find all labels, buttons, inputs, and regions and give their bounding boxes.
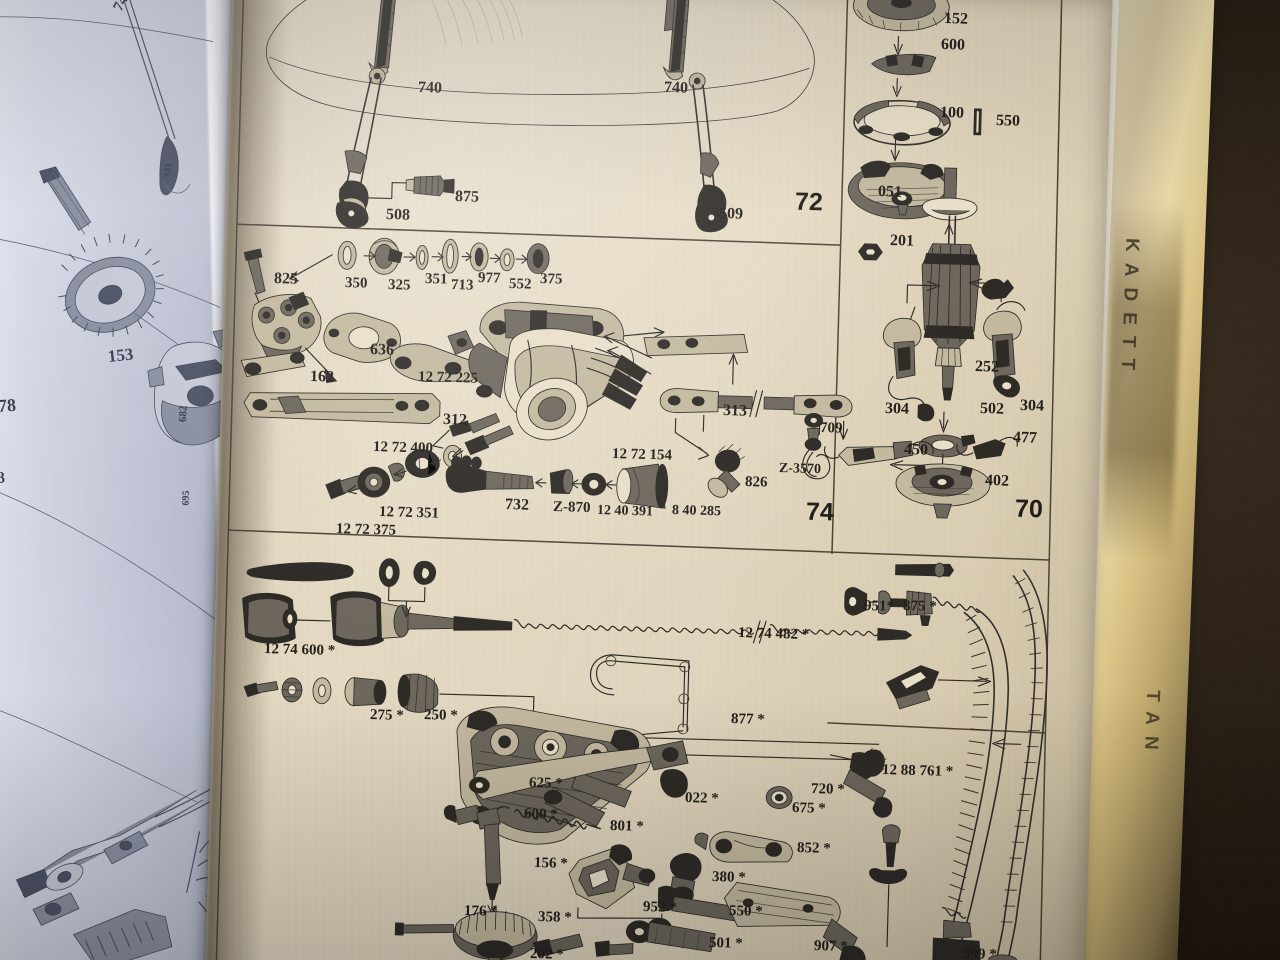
- panel-bottom-left-art: [242, 558, 913, 960]
- part-number-label: 304: [1019, 397, 1045, 415]
- part-number-label: 875: [454, 188, 480, 206]
- part-number-label: 951*: [863, 598, 895, 615]
- part-number-label: 600: [940, 36, 966, 54]
- part-number-label: 709: [819, 420, 843, 437]
- panel-bottom-right-art: [844, 562, 1048, 960]
- part-number-label: 051: [877, 183, 903, 201]
- part-number-label: 740: [417, 79, 443, 97]
- part-number-label: 825: [273, 270, 299, 288]
- part-number-label: Z-870: [552, 499, 591, 517]
- panel-number: 74: [805, 497, 835, 527]
- part-number-label: 12 74 482 *: [737, 625, 810, 643]
- part-number-label: 8 40 285: [671, 503, 722, 520]
- part-number-label: 550: [995, 112, 1021, 130]
- part-number-label: 12 72 225: [417, 369, 479, 387]
- panel74-art: [240, 237, 853, 509]
- part-number-label: 713: [450, 277, 474, 294]
- part-number-label: 502: [979, 400, 1005, 418]
- part-number-label: 202 *: [529, 946, 564, 960]
- part-number-label: 12 72 351: [378, 504, 440, 522]
- part-number-label: 801 *: [609, 818, 644, 835]
- part-number-label: 399 *: [962, 946, 997, 960]
- part-number-label: 826: [744, 474, 768, 491]
- part-number-label: 636: [369, 341, 395, 359]
- part-number-label: 907 *: [813, 938, 848, 955]
- part-number-label: 152: [943, 10, 969, 28]
- part-number-label: 375: [539, 271, 563, 288]
- part-number-label: 675 *: [791, 800, 826, 817]
- part-number-label: 176 *: [463, 903, 498, 920]
- part-number-label: 12 72 375: [335, 521, 397, 539]
- part-number-label: 12 74 600 *: [263, 641, 336, 659]
- part-number-label: 275 *: [369, 707, 404, 724]
- part-number-label: 550 *: [728, 903, 763, 920]
- part-number-label: 022 *: [684, 790, 719, 807]
- part-number-label: 877 *: [730, 711, 765, 728]
- part-number-label: 720 *: [810, 781, 845, 798]
- part-number-label: 162: [309, 368, 335, 386]
- panel-number: 72: [794, 187, 824, 217]
- part-number-label: 740: [663, 79, 689, 97]
- part-number-label: 875 *: [902, 598, 937, 615]
- part-number-label: 977: [477, 270, 501, 287]
- part-number-label: 304: [884, 400, 910, 418]
- part-number-label: 12 40 391: [596, 503, 654, 520]
- part-number-label: 351: [424, 271, 448, 288]
- part-number-label: 508: [385, 206, 411, 224]
- part-number-label: 450: [903, 441, 929, 459]
- part-number-label: 625 *: [528, 775, 563, 792]
- part-number-label: 12 88 761 *: [881, 762, 954, 780]
- part-number-label: 952 *: [642, 899, 677, 916]
- part-number-label: 477: [1012, 429, 1038, 447]
- part-number-label: 312: [442, 411, 468, 429]
- part-number-label: 350: [344, 275, 368, 292]
- part-number-label: 252: [974, 358, 1000, 376]
- part-number-label: 600 *: [523, 806, 558, 823]
- part-number-label: 325: [387, 277, 411, 294]
- part-number-label: 509: [718, 205, 744, 223]
- part-number-label: 12 72 154: [611, 446, 673, 464]
- part-number-label: 732: [504, 496, 530, 514]
- part-number-label: 12 72 400: [372, 439, 434, 457]
- part-number-label: 201: [889, 232, 915, 250]
- part-number-label: 100: [939, 104, 965, 122]
- panel-number: 70: [1014, 494, 1044, 524]
- part-number-label: 358 *: [537, 909, 572, 926]
- part-number-label: 552: [508, 276, 532, 293]
- part-number-label: 402: [984, 472, 1010, 490]
- panel72-art: [266, 0, 815, 233]
- part-number-label: 501 *: [708, 935, 743, 952]
- part-number-label: 380 *: [711, 869, 746, 886]
- part-number-label: 852 *: [796, 840, 831, 857]
- part-number-label: Z-3570: [778, 461, 822, 478]
- part-number-label: 156 *: [533, 855, 568, 872]
- part-number-label: 313: [722, 402, 748, 420]
- part-number-label: 250 *: [423, 707, 458, 724]
- panel70-art: [823, 0, 1026, 519]
